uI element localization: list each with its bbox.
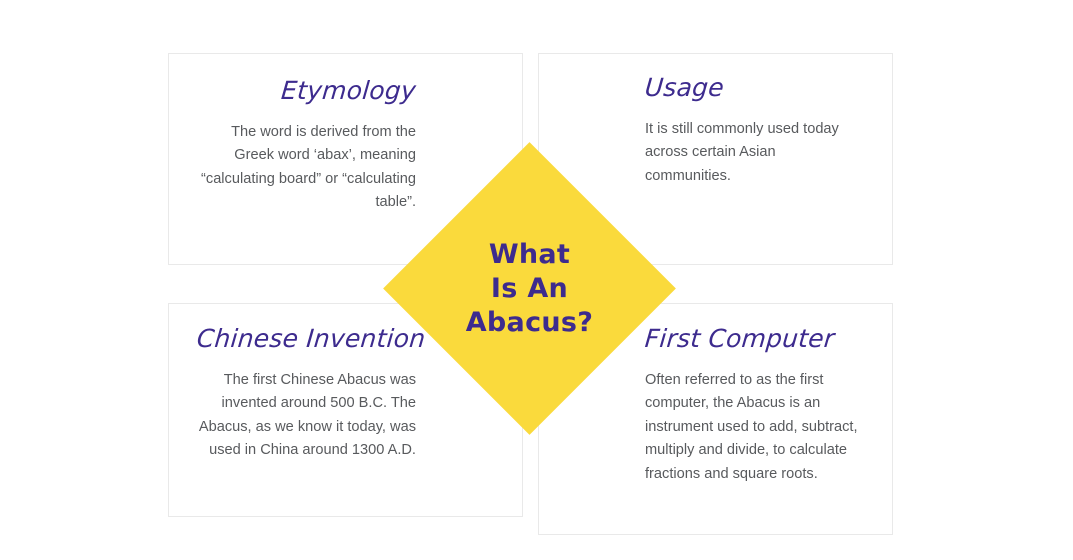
center-title-line-3: Abacus? (465, 306, 594, 338)
card-body-first-computer: Often referred to as the first computer,… (645, 371, 858, 482)
card-title-etymology: Etymology (280, 76, 418, 105)
card-title-usage: Usage (643, 73, 726, 102)
center-title: What Is An Abacus? (383, 142, 676, 435)
card-body-usage: It is still commonly used today across c… (645, 120, 839, 184)
card-body-chinese-invention: The first Chinese Abacus was invented ar… (198, 371, 416, 459)
center-title-line-2: Is An (490, 272, 569, 304)
card-title-first-computer: First Computer (643, 324, 836, 353)
center-title-line-1: What (488, 238, 571, 270)
card-content: First Computer Often referred to as the … (643, 304, 864, 486)
card-body-etymology: The word is derived from the Greek word … (201, 123, 416, 211)
card-content: Etymology The word is derived from the G… (197, 54, 418, 215)
center-diamond: What Is An Abacus? (383, 142, 676, 435)
card-etymology: Etymology The word is derived from the G… (168, 53, 523, 265)
card-chinese-invention: Chinese Invention The first Chinese Abac… (168, 303, 523, 517)
card-content: Chinese Invention The first Chinese Abac… (196, 304, 427, 463)
card-content: Usage It is still commonly used today ac… (643, 54, 864, 188)
